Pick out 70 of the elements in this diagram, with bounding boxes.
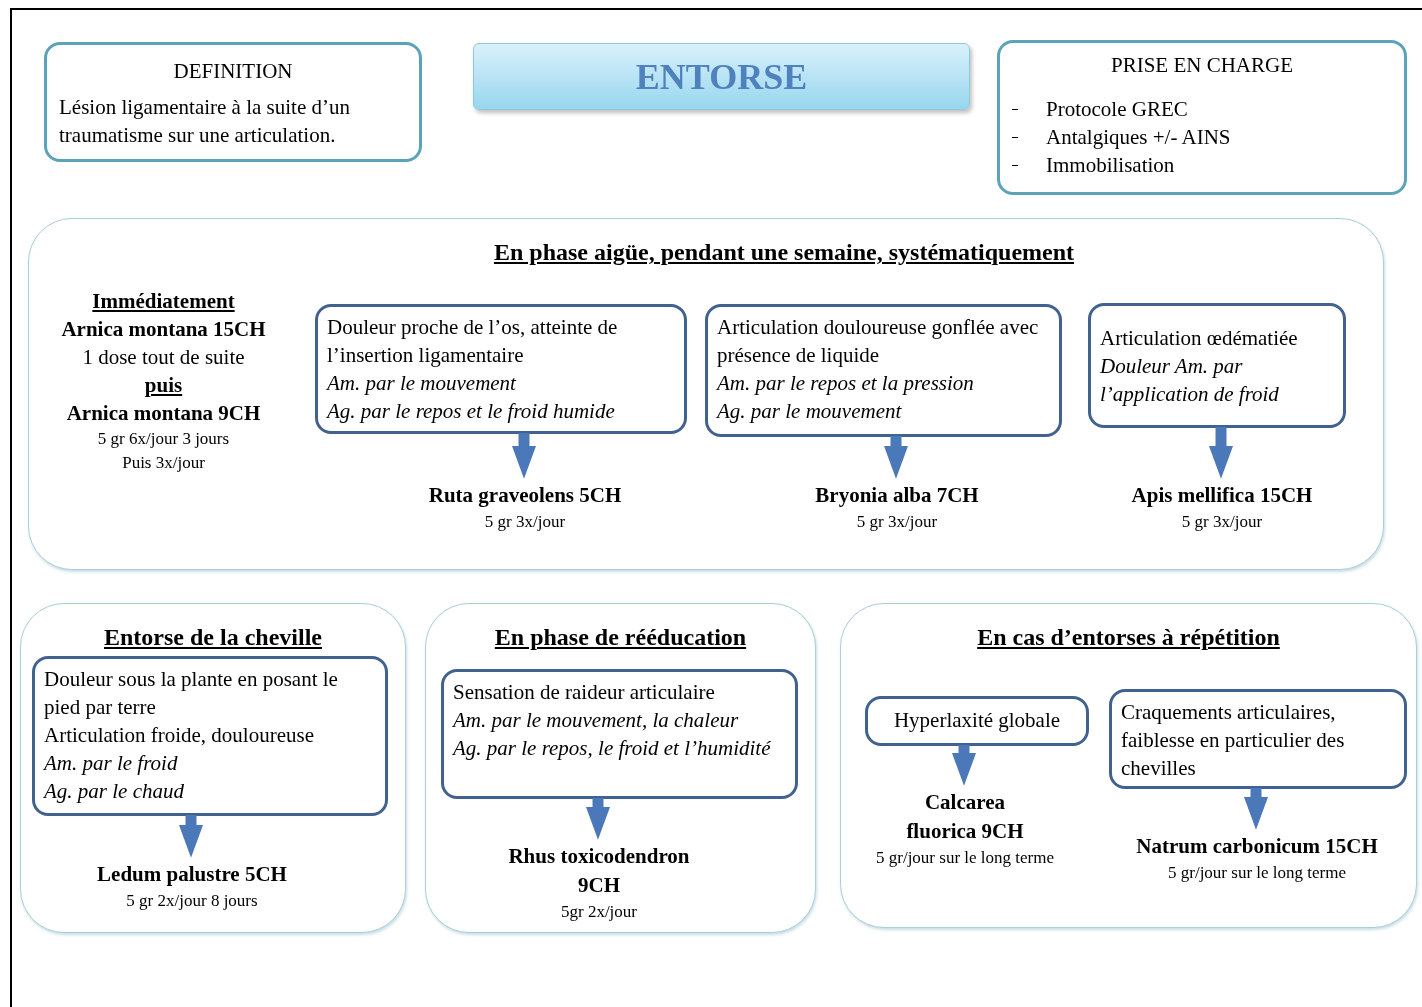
dosage-text: 5 gr 2x/jour 8 jours (126, 890, 258, 912)
section-panel (20, 603, 406, 933)
remedy-note: 1 dose tout de suite (81, 344, 246, 371)
symptom-text: Am. par le mouvement (327, 370, 518, 397)
dosage-text: 5 gr 3x/jour (1181, 511, 1263, 533)
symptom-text: Ag. par le repos, le froid et l’humidité (453, 735, 772, 762)
symptom-text: Am. par le repos et la pression (717, 370, 975, 397)
list-item: Protocole GREC (1046, 96, 1188, 123)
down-arrow (951, 745, 977, 786)
symptom-text: Articulation froide, douloureuse (44, 722, 315, 749)
dosage-text: 5gr 2x/jour (561, 901, 637, 923)
symptom-text: Am. par le mouvement, la chaleur (453, 707, 740, 734)
dosage-text: 5 gr/jour sur le long terme (876, 847, 1054, 869)
down-arrow (585, 798, 611, 840)
symptom-text: Douleur proche de l’os, atteinte de l’insertion ligamentaire (327, 314, 619, 369)
remedy-name: Ruta graveolens 5CH (428, 482, 622, 509)
symptom-text: Hyperlaxité globale (892, 707, 1062, 734)
symptom-text: Ag. par le mouvement (717, 398, 903, 425)
section-heading: En phase de rééducation (493, 623, 748, 652)
remedy-name: Rhus toxicodendron 9CH (507, 843, 691, 899)
remedy-name: Natrum carbonicum 15CH (1136, 833, 1378, 860)
dosage-text: 5 gr/jour sur le long terme (1168, 862, 1346, 884)
info-box (997, 40, 1407, 195)
symptom-text: Sensation de raideur articulaire (453, 679, 716, 706)
remedy-note: Puis 3x/jour (121, 452, 206, 474)
section-panel (28, 218, 1384, 570)
symptom-box (32, 656, 388, 816)
symptom-text: Douleur Am. par l’application de froid (1100, 353, 1280, 408)
down-arrow (1243, 788, 1269, 830)
list-item: Immobilisation (1046, 152, 1175, 179)
symptom-text: Articulation douloureuse gonflée avec présence de liquide (717, 314, 1040, 369)
remedy-note: puis (143, 372, 184, 399)
symptom-text: Ag. par le chaud (44, 778, 185, 805)
definition-text: Lésion ligamentaire à la suite d’un traumatisme sur une articulation. (59, 94, 351, 149)
section-heading: En cas d’entorses à répétition (976, 623, 1281, 652)
symptom-box (1088, 303, 1346, 428)
remedy-name: Ledum palustre 5CH (97, 861, 287, 888)
remedy-name: Apis mellifica 15CH (1131, 482, 1313, 509)
symptom-box (441, 669, 798, 799)
down-arrow (511, 433, 537, 479)
section-panel (840, 603, 1417, 928)
symptom-box (705, 304, 1062, 437)
down-arrow (1208, 427, 1234, 479)
remedy-note: 5 gr 6x/jour 3 jours (96, 428, 231, 450)
remedy-note: Immédiatement (91, 288, 236, 315)
remedy-note: Arnica montana 15CH (60, 316, 267, 343)
symptom-text: Am. par le froid (44, 750, 179, 777)
title-banner (473, 43, 970, 110)
definition-box (44, 42, 422, 162)
list-item: Antalgiques +/- AINS (1046, 124, 1231, 151)
symptom-box (315, 304, 687, 434)
banner-text: ENTORSE (635, 55, 808, 99)
symptom-text: Articulation œdématiée (1100, 325, 1299, 352)
down-arrow (883, 436, 909, 479)
symptom-box (865, 696, 1089, 746)
section-heading: Entorse de la cheville (103, 623, 323, 652)
box-heading: DEFINITION (172, 58, 294, 85)
symptom-box (1109, 689, 1407, 789)
dosage-text: 5 gr 3x/jour (484, 511, 566, 533)
remedy-name: Calcarea fluorica 9CH (905, 789, 1025, 845)
remedy-note: Arnica montana 9CH (65, 400, 262, 427)
symptom-text: Ag. par le repos et le froid humide (327, 398, 616, 425)
symptom-text: Douleur sous la plante en posant le pied par terre (44, 666, 339, 721)
dosage-text: 5 gr 3x/jour (856, 511, 938, 533)
section-panel (425, 603, 816, 933)
down-arrow (178, 815, 204, 858)
section-heading: En phase aigüe, pendant une semaine, systématiquement (492, 238, 1076, 267)
box-heading: PRISE EN CHARGE (1110, 52, 1294, 79)
remedy-name: Bryonia alba 7CH (815, 482, 979, 509)
symptom-text: Craquements articulaires, faiblesse en particulier des chevilles (1121, 699, 1346, 782)
